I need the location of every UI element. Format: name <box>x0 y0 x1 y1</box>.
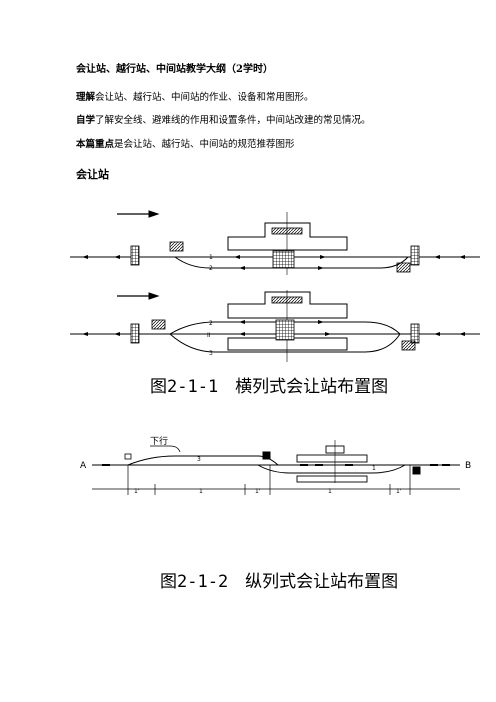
paragraph-text: 是会让站、越行站、中间站的规范推荐图形 <box>114 139 295 150</box>
figure1-top-layout <box>70 210 480 275</box>
dimension-label: 1' <box>396 488 402 495</box>
paragraph-lead: 自学 <box>76 115 96 126</box>
platform-grid <box>272 250 295 269</box>
end-label-b: B <box>465 461 471 471</box>
figure2-layout <box>92 440 460 495</box>
paragraph-lead: 理解 <box>76 92 96 103</box>
signal-box-left <box>130 323 140 344</box>
track-label: 2 <box>209 320 213 327</box>
equipment-right <box>396 262 411 273</box>
station-building <box>227 222 348 251</box>
equipment-left <box>169 241 184 252</box>
dimension-label: 1 <box>328 488 332 495</box>
track-label: II <box>207 332 211 339</box>
track-label: 2 <box>209 265 213 272</box>
track-3 <box>169 333 401 353</box>
dimension-label: 1 <box>199 488 203 495</box>
direction-arrow <box>150 445 181 453</box>
paragraph-self-study: 自学了解安全线、避难线的作用和设置条件，中间站改建的常见情况。 <box>76 112 371 126</box>
track-label: 1 <box>372 465 376 472</box>
paragraph-text: 了解安全线、避难线的作用和设置条件，中间站改建的常见情况。 <box>95 115 371 126</box>
track-1 <box>257 464 406 474</box>
signal-mid <box>262 451 271 460</box>
track-arrows <box>82 255 465 270</box>
signal-box-right <box>410 323 420 344</box>
paragraph-focus: 本篇重点是会让站、越行站、中间站的规范推荐图形 <box>76 136 295 150</box>
track-arrows <box>82 320 465 336</box>
arrow-head <box>148 210 160 218</box>
track-3 <box>127 455 279 466</box>
equipment-right <box>401 340 416 351</box>
dimension-label: 1' <box>255 488 261 495</box>
dimension-label: 1' <box>134 488 140 495</box>
figure1-bottom-layout <box>70 290 480 362</box>
section-heading: 会让站 <box>76 168 109 181</box>
track-label: 3 <box>197 456 201 463</box>
dimension-ticks <box>127 465 411 495</box>
arrow-head <box>148 292 160 300</box>
signal-right <box>412 466 421 475</box>
signal-box-left <box>130 245 140 266</box>
figure2-caption: 图2-1-2 纵列式会让站布置图 <box>160 572 399 592</box>
track-label: 3 <box>209 350 213 357</box>
direction-label: 下行 <box>150 435 168 447</box>
paragraph-lead: 本篇重点 <box>76 139 115 150</box>
end-label-a: A <box>80 461 87 471</box>
equipment-left <box>151 319 166 330</box>
building-hatch <box>271 227 303 235</box>
paragraph-understand: 理解会让站、越行站、中间站的作业、设备和常用图形。 <box>76 89 314 103</box>
track-label: 1 <box>209 254 213 261</box>
upper-platform <box>296 454 368 463</box>
document-title: 会让站、越行站、中间站教学大纲（2学时） <box>76 64 273 75</box>
platform-grid <box>275 319 295 341</box>
lower-platform <box>296 475 368 483</box>
signal-box-right <box>410 245 420 266</box>
signal-left <box>124 453 132 460</box>
building-hatch <box>271 296 303 304</box>
figure1-caption: 图2-1-1 横列式会让站布置图 <box>150 377 389 397</box>
station-building <box>227 291 348 319</box>
paragraph-text: 会让站、越行站、中间站的作业、设备和常用图形。 <box>95 92 314 103</box>
